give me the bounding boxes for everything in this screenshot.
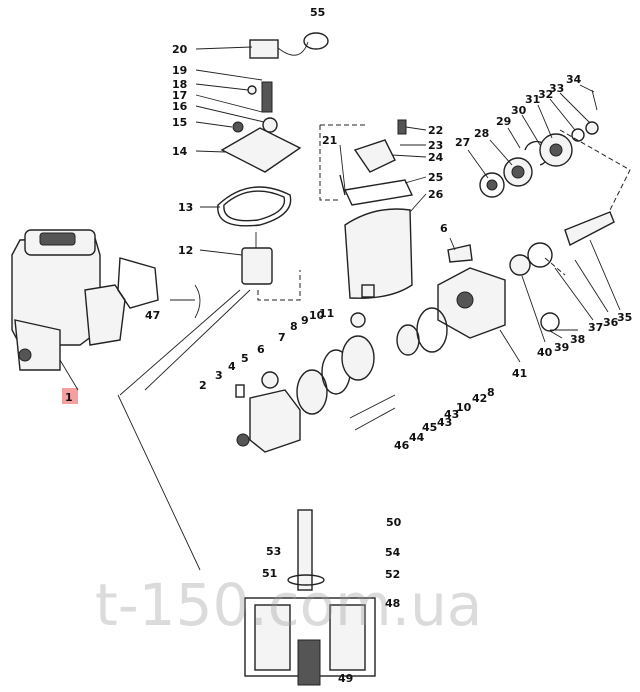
label-part-55[interactable]: 55 (310, 6, 325, 19)
label-part-29[interactable]: 29 (496, 115, 511, 128)
label-part-4[interactable]: 4 (228, 360, 236, 373)
label-part-20[interactable]: 20 (172, 43, 188, 56)
label-part-14[interactable]: 14 (172, 145, 188, 158)
label-part-6[interactable]: 6 (440, 222, 448, 235)
label-part-8[interactable]: 8 (290, 320, 298, 333)
label-part-16[interactable]: 16 (172, 100, 188, 113)
label-highlight (62, 388, 78, 404)
gasket-47 (117, 257, 159, 309)
label-part-22[interactable]: 22 (428, 124, 443, 137)
assembled-pump (11, 229, 126, 371)
label-part-45[interactable]: 45 (422, 421, 437, 434)
label-part-25[interactable]: 25 (428, 171, 443, 184)
filter-assembly (244, 509, 376, 686)
label-part-28[interactable]: 28 (474, 127, 489, 140)
label-part-17[interactable]: 17 (172, 89, 187, 102)
label-part-49[interactable]: 49 (338, 672, 353, 685)
label-part-7[interactable]: 7 (278, 331, 286, 344)
label-part-24[interactable]: 24 (428, 151, 444, 164)
label-part-27[interactable]: 27 (455, 136, 470, 149)
leader-lines (59, 46, 621, 391)
label-part-44[interactable]: 44 (409, 431, 425, 444)
label-part-31[interactable]: 31 (525, 93, 540, 106)
label-part-8b[interactable]: 8 (487, 386, 495, 399)
label-part-1[interactable]: 1 (65, 391, 73, 404)
label-part-51[interactable]: 51 (262, 567, 277, 580)
label-part-15[interactable]: 15 (172, 116, 187, 129)
label-part-5[interactable]: 5 (241, 352, 249, 365)
label-part-10b[interactable]: 10 (456, 401, 472, 414)
label-part-9[interactable]: 9 (301, 314, 309, 327)
label-part-35[interactable]: 35 (617, 311, 632, 324)
watermark: t-150.com.ua (95, 571, 482, 639)
label-part-41[interactable]: 41 (512, 367, 527, 380)
label-part-46[interactable]: 46 (394, 439, 410, 452)
label-part-36[interactable]: 36 (603, 316, 619, 329)
part-labels: 1 55 20 19 18 17 16 15 14 13 12 47 21 22… (62, 6, 632, 685)
label-part-10[interactable]: 10 (309, 309, 325, 322)
label-part-21[interactable]: 21 (322, 134, 337, 147)
label-part-38[interactable]: 38 (570, 333, 585, 346)
label-part-2[interactable]: 2 (199, 379, 207, 392)
label-part-23[interactable]: 23 (428, 139, 443, 152)
label-part-3[interactable]: 3 (215, 369, 223, 382)
label-part-47[interactable]: 47 (145, 309, 160, 322)
label-part-19[interactable]: 19 (172, 64, 187, 77)
label-part-43b[interactable]: 43 (437, 416, 452, 429)
label-part-40[interactable]: 40 (537, 346, 553, 359)
label-part-39[interactable]: 39 (554, 341, 569, 354)
label-part-6b[interactable]: 6 (257, 343, 265, 356)
label-part-30[interactable]: 30 (511, 104, 527, 117)
label-part-43[interactable]: 43 (444, 408, 459, 421)
tank-parts (339, 119, 414, 299)
label-part-26[interactable]: 26 (428, 188, 444, 201)
label-part-33[interactable]: 33 (549, 82, 564, 95)
cover-parts (217, 32, 329, 285)
label-part-11[interactable]: 11 (319, 307, 334, 320)
label-part-37[interactable]: 37 (588, 321, 603, 334)
label-part-50[interactable]: 50 (386, 516, 402, 529)
label-part-32[interactable]: 32 (538, 88, 553, 101)
label-part-53[interactable]: 53 (266, 545, 281, 558)
label-part-18[interactable]: 18 (172, 78, 187, 91)
label-part-12[interactable]: 12 (178, 244, 193, 257)
rotor-group (235, 307, 448, 453)
label-part-34[interactable]: 34 (566, 73, 582, 86)
label-part-52[interactable]: 52 (385, 568, 400, 581)
label-part-13[interactable]: 13 (178, 201, 193, 214)
shaft-parts (479, 89, 631, 332)
label-part-54[interactable]: 54 (385, 546, 401, 559)
label-part-48[interactable]: 48 (385, 597, 400, 610)
label-part-42[interactable]: 42 (472, 392, 487, 405)
pump-housing (437, 244, 506, 339)
